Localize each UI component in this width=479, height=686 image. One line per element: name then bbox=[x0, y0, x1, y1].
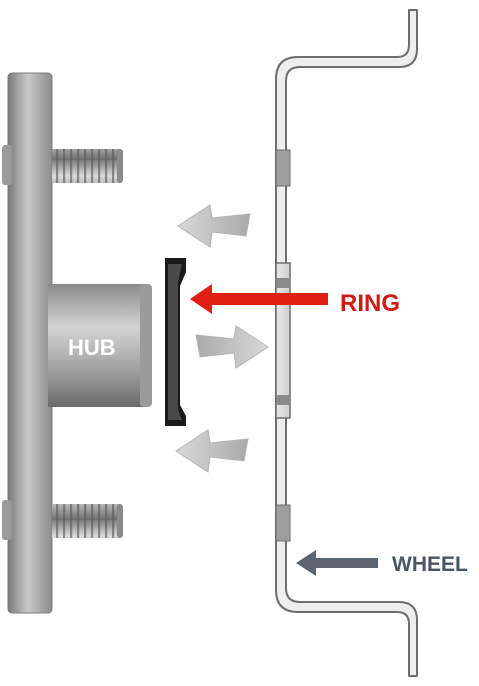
arrow-left-icon bbox=[296, 550, 378, 576]
arrow-right-icon bbox=[195, 325, 269, 369]
hub-flange bbox=[7, 72, 53, 614]
hub-label: HUB bbox=[68, 335, 116, 360]
hub-centric-ring bbox=[165, 258, 186, 426]
hub-cylinder bbox=[48, 284, 148, 407]
hub-assembly: HUB bbox=[2, 72, 152, 614]
wheel-stud-lower bbox=[2, 500, 123, 540]
arrow-left-icon bbox=[177, 204, 251, 248]
wheel-label: WHEEL bbox=[392, 553, 468, 576]
ring-label: RING bbox=[340, 290, 400, 317]
arrow-left-icon bbox=[175, 429, 249, 473]
wheel-profile bbox=[275, 9, 418, 677]
arrow-left-icon bbox=[190, 284, 328, 314]
wheel-stud-upper bbox=[2, 145, 123, 185]
